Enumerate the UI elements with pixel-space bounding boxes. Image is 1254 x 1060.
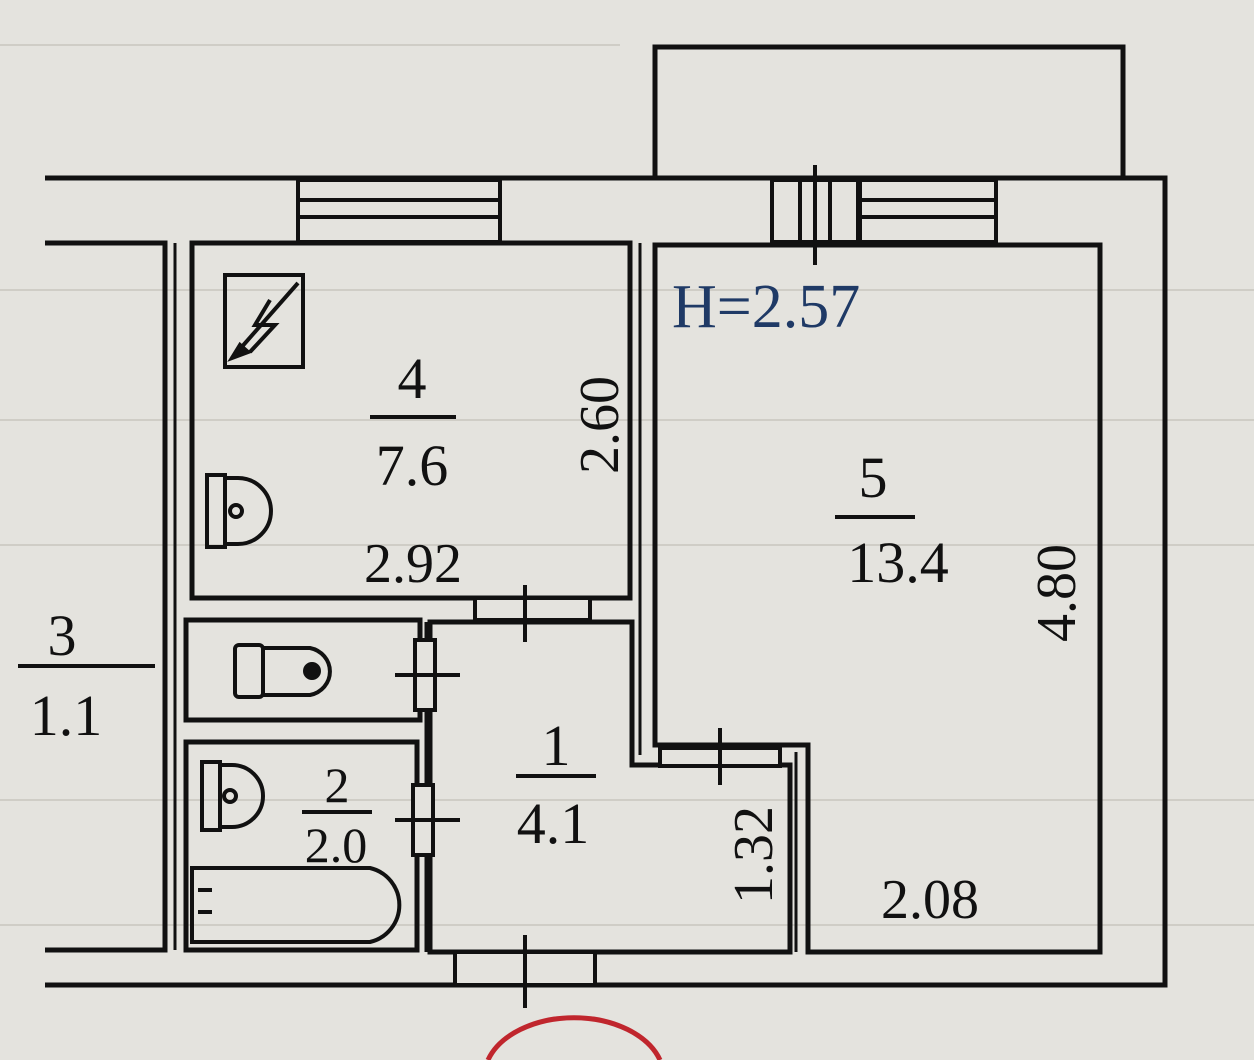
- room-2-label: 2 2.0: [302, 757, 372, 873]
- doors: [395, 585, 782, 1008]
- room-5-area: 13.4: [847, 530, 949, 595]
- room-5-number: 5: [859, 445, 888, 510]
- windows: [296, 165, 998, 265]
- living-window: [858, 178, 998, 244]
- living-wall: [652, 242, 1103, 955]
- kitchen-door: [473, 596, 592, 622]
- dimension-living-depth: 4.80: [1026, 544, 1088, 642]
- room-1-area: 4.1: [517, 791, 590, 856]
- corridor-wall: [45, 240, 168, 953]
- room-3-area: 1.1: [30, 683, 103, 748]
- fixtures: [190, 273, 402, 944]
- bathroom-wall: [183, 739, 420, 953]
- ceiling-height-label: H=2.57: [672, 273, 860, 341]
- dimension-hall-niche: 1.32: [723, 806, 785, 904]
- room-3-number: 3: [48, 603, 77, 668]
- boiler-icon: [223, 273, 305, 369]
- room-1-number: 1: [542, 713, 571, 778]
- room-5-label: 5 13.4: [835, 445, 949, 595]
- washbasin-icon: [200, 760, 265, 832]
- dimension-kitchen-depth: 2.60: [569, 376, 631, 474]
- room-4-area: 7.6: [376, 433, 449, 498]
- kitchen-window: [296, 178, 502, 244]
- room-2-area: 2.0: [305, 817, 368, 873]
- sink-icon: [205, 473, 273, 549]
- bathtub-icon: [190, 866, 402, 944]
- dimension-kitchen-width: 2.92: [364, 533, 462, 595]
- toilet-wall: [183, 617, 423, 723]
- room-2-number: 2: [325, 757, 350, 813]
- room-4-number: 4: [398, 346, 427, 411]
- toilet-icon: [233, 643, 332, 699]
- outer-wall: [45, 175, 1168, 988]
- room-1-label: 1 4.1: [516, 713, 596, 856]
- room-3-label: 3 1.1: [18, 603, 155, 748]
- stamp-arc: [485, 1015, 663, 1060]
- balcony-outline: [652, 44, 1126, 178]
- dimension-living-width: 2.08: [881, 869, 979, 931]
- room-4-label: 4 7.6: [370, 346, 456, 498]
- hall-wall: [427, 619, 793, 955]
